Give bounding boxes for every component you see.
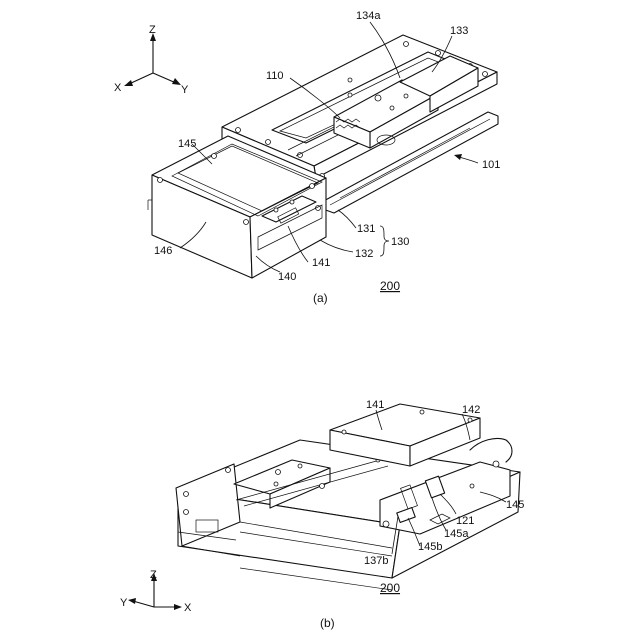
- axis-x-label-b: X: [184, 602, 192, 614]
- label-145-b: 145: [506, 499, 524, 511]
- label-145b-b: 145b: [418, 541, 442, 553]
- axis-triad-a: Z X Y: [114, 24, 189, 96]
- label-101: 101: [482, 159, 500, 171]
- axis-z-label: Z: [149, 24, 156, 36]
- axis-triad-b: Z Y X: [120, 569, 192, 614]
- caption-a: (a): [313, 291, 328, 305]
- label-132: 132: [355, 248, 373, 260]
- ref-number-b: 200: [380, 581, 400, 595]
- axis-y-label: Y: [181, 84, 189, 96]
- label-141-b: 141: [366, 399, 384, 411]
- label-145: 145: [178, 138, 196, 150]
- label-146: 146: [154, 245, 172, 257]
- label-131: 131: [357, 223, 375, 235]
- figure-b: Z Y X: [120, 399, 524, 630]
- label-145a-b: 145a: [444, 528, 469, 540]
- label-137b-b: 137b: [364, 555, 388, 567]
- label-133: 133: [450, 25, 468, 37]
- axis-z-label-b: Z: [150, 569, 157, 581]
- caption-b: (b): [320, 616, 335, 630]
- axis-x-label: X: [114, 82, 122, 94]
- ref-number-a: 200: [380, 279, 400, 293]
- label-130: 130: [391, 236, 409, 248]
- label-142-b: 142: [462, 404, 480, 416]
- label-141: 141: [312, 257, 330, 269]
- label-134a: 134a: [356, 10, 381, 22]
- label-140: 140: [278, 271, 296, 283]
- figure-a: Z X Y: [114, 10, 500, 305]
- label-110: 110: [266, 70, 284, 82]
- label-121-b: 121: [456, 515, 474, 527]
- axis-y-label-b: Y: [120, 597, 128, 609]
